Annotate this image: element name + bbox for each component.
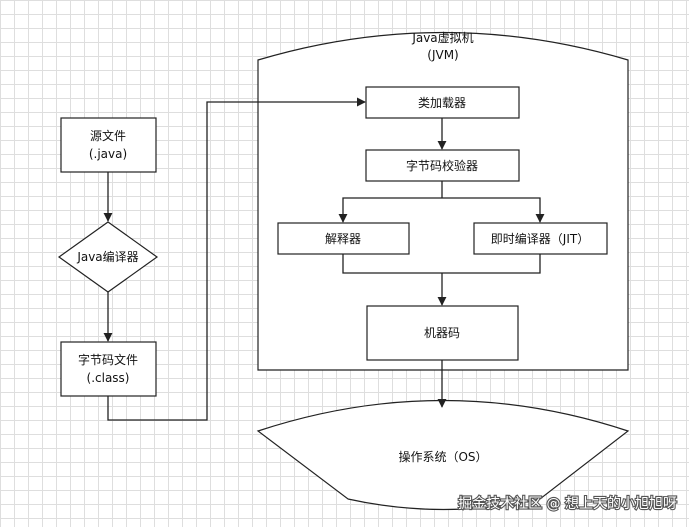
jit-compiler-node bbox=[473, 222, 608, 255]
bytecode-file-extension: (.class) bbox=[87, 371, 130, 385]
machine-code-label: 机器码 bbox=[424, 326, 460, 340]
source-file-label: 源文件 bbox=[90, 128, 126, 143]
source-file-node bbox=[60, 117, 157, 173]
interpreter-label: 解释器 bbox=[325, 232, 361, 246]
bytecode-verifier-label: 字节码校验器 bbox=[406, 158, 478, 173]
source-file-extension: (.java) bbox=[89, 147, 127, 161]
bytecode-file-label: 字节码文件 bbox=[78, 352, 138, 367]
edge-verifier-to-interpreter bbox=[338, 197, 442, 223]
bytecode-file-node bbox=[60, 341, 157, 397]
class-loader-label: 类加载器 bbox=[418, 96, 466, 110]
machine-code-node bbox=[366, 305, 519, 361]
jvm-container bbox=[257, 31, 629, 371]
operating-system-label: 操作系统（OS） bbox=[398, 449, 487, 464]
operating-system-node bbox=[256, 399, 630, 511]
class-loader-node bbox=[365, 86, 520, 119]
edge-verifier-to-jit bbox=[442, 197, 545, 223]
watermark-text: 掘金技术社区 @ 想上天的小旭旭呀 bbox=[458, 496, 677, 512]
jvm-title-line1: Java虚拟机 bbox=[411, 31, 473, 45]
jvm-title-line2: (JVM) bbox=[427, 48, 458, 62]
jit-compiler-label: 即时编译器（JIT） bbox=[491, 231, 589, 246]
edge-bytecode-to-class-loader bbox=[107, 97, 366, 421]
java-compiler-label: Java编译器 bbox=[76, 249, 138, 264]
